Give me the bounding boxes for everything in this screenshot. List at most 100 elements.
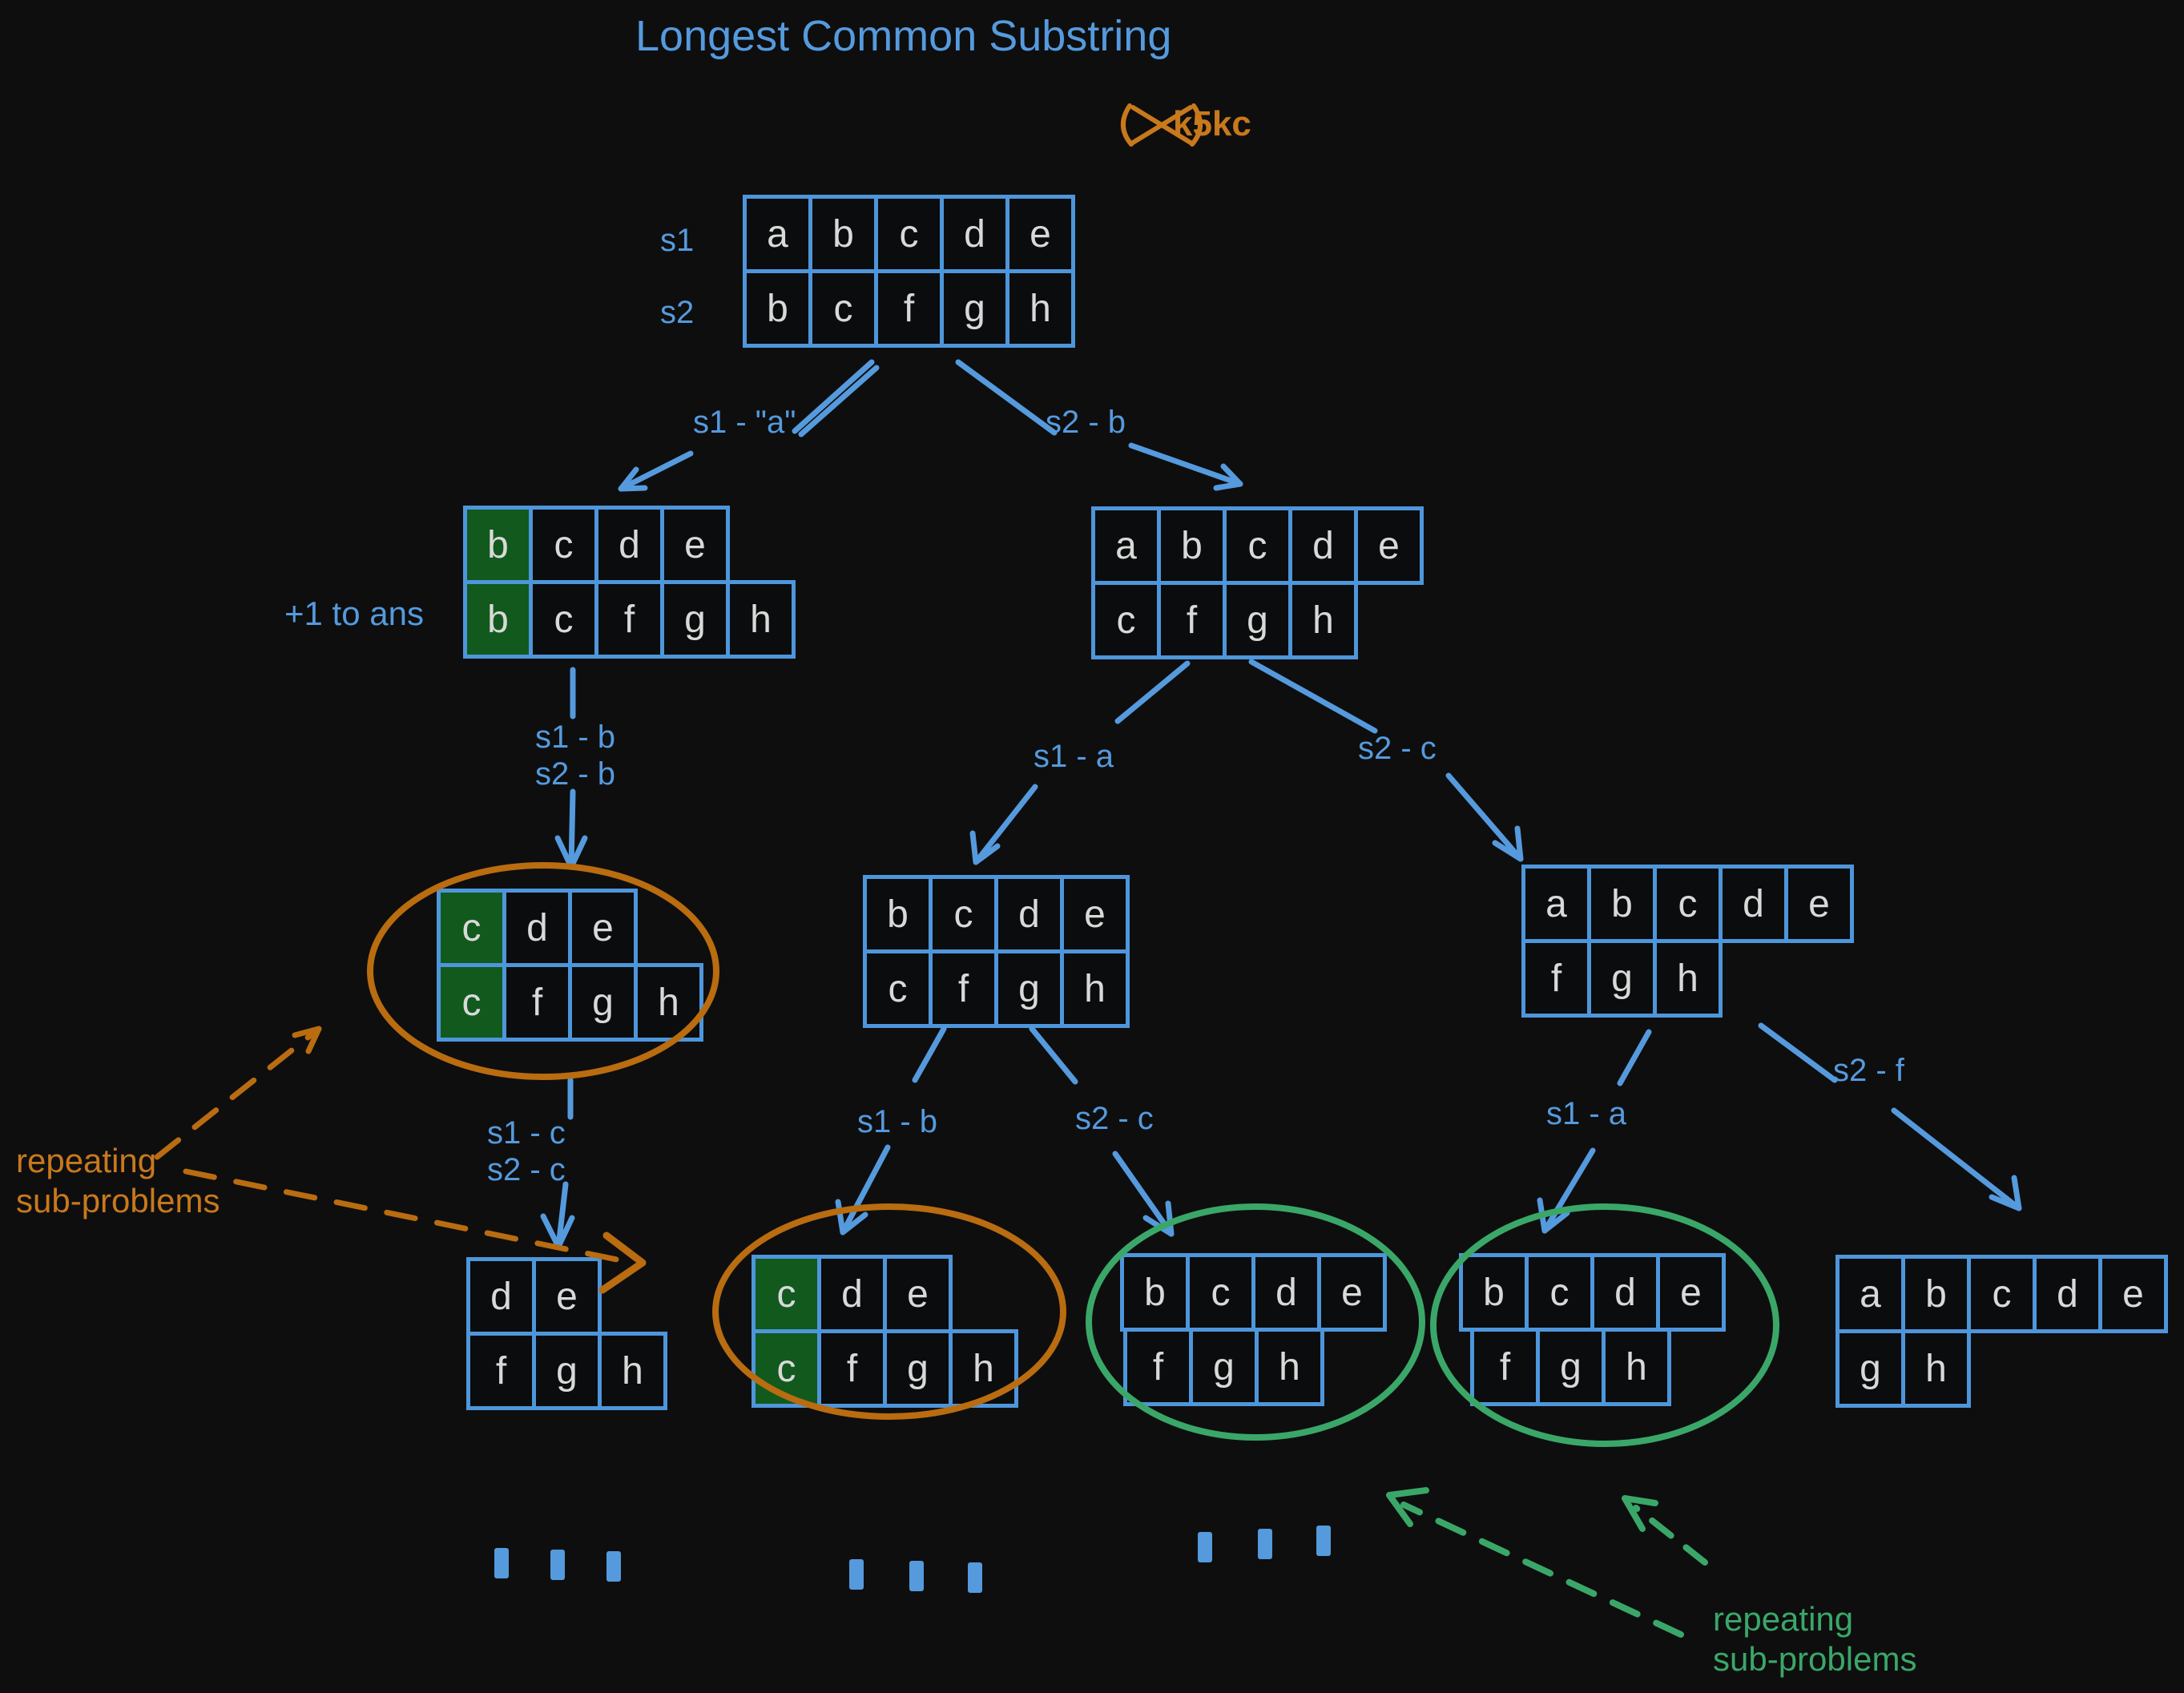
- ellipsis-dot: [494, 1548, 509, 1578]
- cell-letter: d: [490, 1275, 512, 1318]
- table-cell: g: [532, 1332, 602, 1410]
- table-cell: c: [1091, 581, 1161, 659]
- table-cell: e: [883, 1255, 953, 1333]
- s1-label: s1: [660, 223, 695, 258]
- edge-label-right-right: s2 - c: [1358, 731, 1437, 766]
- table-cell: f: [817, 1329, 887, 1408]
- cell-letter: h: [1279, 1345, 1300, 1389]
- table-cell: f: [929, 949, 998, 1028]
- table-cell: d: [994, 875, 1064, 953]
- cell-letter: h: [658, 981, 679, 1024]
- orange-dashed-arrow-up: [154, 1026, 322, 1160]
- cell-letter: c: [833, 287, 853, 330]
- table-cell: c: [1186, 1253, 1255, 1332]
- cell-letter: e: [556, 1275, 578, 1318]
- cell-letter: b: [487, 598, 509, 641]
- cell-letter: c: [776, 1347, 796, 1390]
- table-cell: e: [1317, 1253, 1387, 1332]
- table-cell: f: [874, 269, 944, 348]
- table-cell: h: [634, 963, 703, 1042]
- cell-letter: e: [684, 523, 706, 566]
- table-cell: d: [940, 195, 1009, 273]
- table-cell: f: [1157, 581, 1227, 659]
- cell-letter: h: [1925, 1347, 1947, 1390]
- cell-letter: d: [1018, 893, 1040, 936]
- table-cell: e: [1656, 1253, 1726, 1332]
- logo-text: k5kc: [1173, 104, 1251, 143]
- cell-letter: f: [1550, 957, 1562, 1000]
- ellipsis-dots-group-1: [494, 1548, 621, 1582]
- cell-letter: f: [1152, 1345, 1164, 1389]
- table-cell: g: [660, 580, 730, 659]
- cell-letter: g: [964, 287, 985, 330]
- cell-letter: f: [957, 967, 969, 1010]
- cell-letter: g: [1247, 599, 1268, 642]
- ellipsis-dot: [849, 1559, 864, 1590]
- edge-label-mid-right: s2 - c: [1075, 1101, 1154, 1136]
- table-cell: c: [1223, 506, 1292, 585]
- table-cell: d: [1288, 506, 1358, 585]
- cell-letter: d: [526, 906, 548, 949]
- table-cell: b: [463, 580, 533, 659]
- ellipsis-dot: [1258, 1529, 1272, 1559]
- edge-label-left-down-2: s2 - b: [535, 756, 616, 792]
- table-cell: c: [1653, 865, 1723, 943]
- table-cell: g: [1223, 581, 1292, 659]
- table-cell: e: [1060, 875, 1130, 953]
- table-cell: a: [1521, 865, 1591, 943]
- ellipsis-dot: [1198, 1532, 1212, 1562]
- ellipsis-dot: [550, 1550, 565, 1580]
- table-cell: c: [929, 875, 998, 953]
- cell-letter: f: [623, 598, 635, 641]
- repeating-orange-line1: repeating: [16, 1142, 157, 1179]
- table-cell: g: [994, 949, 1064, 1028]
- cell-letter: h: [1626, 1345, 1647, 1389]
- table-cell: c: [874, 195, 944, 273]
- table-cell: h: [1602, 1328, 1671, 1406]
- table-cell: c: [863, 949, 933, 1028]
- table-cell: a: [743, 195, 812, 273]
- table-cell: h: [1060, 949, 1130, 1028]
- table-cell: h: [1653, 939, 1723, 1018]
- table-cell: b: [743, 269, 812, 348]
- table-cell: e: [2098, 1255, 2168, 1333]
- table-cell: c: [1967, 1255, 2037, 1333]
- cell-letter: c: [1549, 1271, 1569, 1314]
- cell-letter: b: [1144, 1271, 1166, 1314]
- cell-letter: g: [907, 1347, 929, 1390]
- s2-label: s2: [660, 295, 695, 330]
- cell-letter: h: [973, 1347, 994, 1390]
- table-cell: d: [466, 1257, 536, 1336]
- cell-letter: e: [1030, 212, 1051, 256]
- cell-letter: g: [684, 598, 706, 641]
- table-cell: f: [594, 580, 664, 659]
- cell-letter: e: [1680, 1271, 1702, 1314]
- table-cell: b: [1157, 506, 1227, 585]
- cell-letter: g: [1213, 1345, 1235, 1389]
- table-cell: b: [463, 506, 533, 584]
- repeating-subproblems-green: repeating sub-problems: [1713, 1599, 1916, 1679]
- cell-letter: c: [1211, 1271, 1231, 1314]
- edge-label-r3-left: s1 - a: [1546, 1096, 1627, 1131]
- ellipsis-dot: [606, 1551, 621, 1582]
- cell-letter: b: [832, 212, 854, 256]
- green-dashed-arrow-long: [1386, 1487, 1684, 1638]
- cell-letter: c: [953, 893, 973, 936]
- cell-letter: c: [1678, 882, 1698, 925]
